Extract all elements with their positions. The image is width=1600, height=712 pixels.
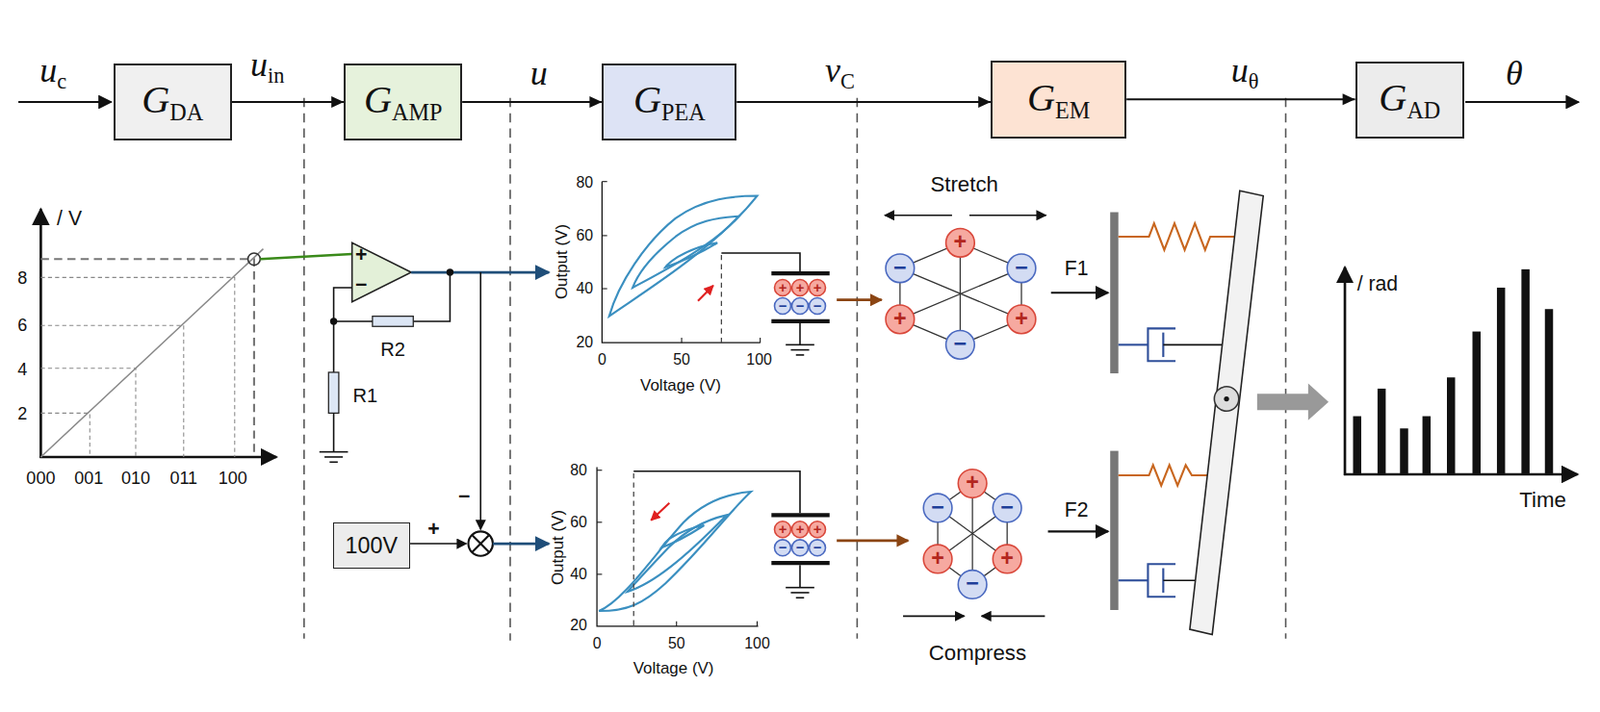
charge-sign: − <box>778 541 788 556</box>
charge-sign: − <box>796 541 805 556</box>
transfer-function: GDA <box>141 77 204 127</box>
ad-block: GAD <box>1355 61 1465 140</box>
polarity-sign: − <box>458 487 470 508</box>
charge-sign: + <box>813 522 823 538</box>
charge-sign: + <box>893 308 907 331</box>
charge-sign: + <box>813 280 823 295</box>
resistor-name: R1 <box>353 386 379 406</box>
tick-label: 011 <box>169 469 198 488</box>
polarity-sign: + <box>355 244 367 265</box>
transfer-function: GEM <box>1027 75 1090 125</box>
charge-sign: + <box>778 280 788 295</box>
caption-text: Stretch <box>929 174 999 196</box>
resistor-name: R2 <box>380 338 406 359</box>
tick-label: 40 <box>576 281 594 297</box>
charge-sign: − <box>930 496 945 519</box>
axis-title: Output (V) <box>554 224 571 300</box>
tick-label: 100 <box>744 636 771 652</box>
signal-name: vC <box>825 53 855 94</box>
transfer-function: GAD <box>1378 75 1441 125</box>
charge-sign: + <box>930 547 945 570</box>
axis-unit: / rad <box>1357 273 1398 294</box>
polarity-sign: − <box>355 274 367 295</box>
charge-sign: − <box>813 541 823 556</box>
transfer-function: GPEA <box>633 77 706 127</box>
charge-sign: + <box>778 522 788 538</box>
force-label: F1 <box>1064 258 1089 279</box>
polarity-sign: + <box>427 519 439 541</box>
signal-name: u <box>530 55 548 91</box>
actuator-block: GPEA <box>601 63 737 142</box>
da-block: GDA <box>113 63 233 142</box>
charge-sign: + <box>965 472 980 495</box>
tick-label: 80 <box>576 175 594 191</box>
tick-label: 40 <box>569 567 588 583</box>
signal-name: uc <box>39 53 67 94</box>
voltage-label: 100V <box>345 533 398 560</box>
charge-sign: − <box>1000 496 1014 519</box>
charge-sign: + <box>954 232 968 255</box>
charge-sign: − <box>954 334 968 357</box>
charge-sign: − <box>1014 257 1029 280</box>
charge-sign: + <box>796 280 805 295</box>
charge-sign: − <box>965 573 980 596</box>
voltage-source-box: 100V <box>333 522 412 570</box>
signal-name: uθ <box>1231 53 1260 94</box>
charge-sign: + <box>1000 547 1014 570</box>
axis-title: Voltage (V) <box>640 377 722 394</box>
tick-label: 20 <box>569 618 588 634</box>
force-label: F2 <box>1064 499 1089 520</box>
transfer-function: GAMP <box>363 77 442 127</box>
caption-text: Time <box>1519 490 1567 512</box>
tick-label: 010 <box>121 469 151 488</box>
axis-title: Output (V) <box>549 510 567 586</box>
tick-label: 0 <box>593 636 602 652</box>
charge-sign: − <box>778 299 788 314</box>
tick-label: 0 <box>597 352 607 368</box>
signal-name: θ <box>1505 55 1523 91</box>
signal-name: uin <box>250 47 284 87</box>
tick-label: 6 <box>17 316 27 335</box>
amplifier-block: GAMP <box>343 63 463 142</box>
charge-sign: + <box>1014 308 1029 331</box>
tick-label: 60 <box>569 515 588 531</box>
signal-arrow <box>462 96 602 108</box>
tick-label: 8 <box>17 269 27 287</box>
tick-label: 001 <box>74 469 104 488</box>
tick-label: 80 <box>569 463 588 479</box>
tick-label: 100 <box>218 469 248 488</box>
caption-text: Compress <box>929 643 1027 665</box>
axis-title: Voltage (V) <box>633 661 715 678</box>
tick-label: 100 <box>746 352 773 368</box>
tick-label: 60 <box>576 228 594 244</box>
axis-unit: / V <box>56 207 82 229</box>
charge-sign: − <box>813 299 823 314</box>
tick-label: 2 <box>17 405 27 423</box>
tick-label: 50 <box>668 636 686 652</box>
signal-arrow <box>232 96 345 108</box>
tick-label: 4 <box>17 361 27 379</box>
signal-arrow <box>736 96 991 108</box>
charge-sign: − <box>796 299 805 314</box>
tick-label: 000 <box>25 469 55 488</box>
charge-sign: + <box>796 522 805 538</box>
signal-arrow <box>1126 93 1355 105</box>
tick-label: 50 <box>672 352 691 368</box>
mechanism-block: GEM <box>990 60 1127 140</box>
charge-sign: − <box>893 257 907 280</box>
tick-label: 20 <box>576 335 594 351</box>
